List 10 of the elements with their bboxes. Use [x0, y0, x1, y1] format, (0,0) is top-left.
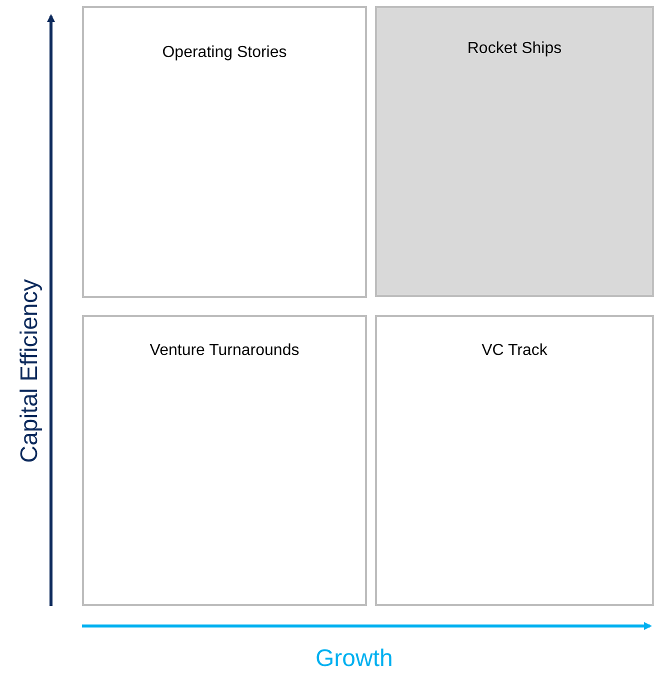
quadrant-title: Venture Turnarounds — [150, 342, 300, 360]
quadrant-title: VC Track — [482, 342, 548, 360]
quadrant-title: Operating Stories — [162, 44, 287, 62]
quadrant-box — [82, 6, 367, 298]
axis-label: Capital Efficiency — [16, 279, 44, 463]
axis-label: Growth — [316, 645, 393, 673]
quadrant-box — [375, 6, 654, 297]
quadrant-box — [82, 315, 367, 606]
quadrant-title: Rocket Ships — [467, 40, 562, 58]
quadrant-box — [375, 315, 654, 606]
